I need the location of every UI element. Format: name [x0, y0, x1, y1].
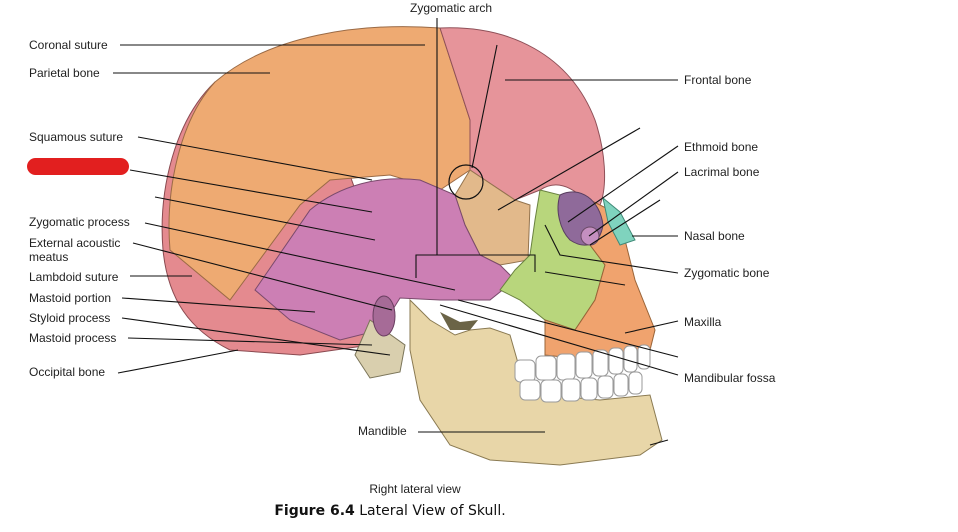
mandible-shape: [409, 298, 663, 466]
figure-number: Figure 6.4: [274, 503, 355, 519]
label-zygomatic-process: Zygomatic process: [29, 215, 130, 229]
frontal-bone-shape: [439, 27, 606, 206]
leader-lines: [113, 18, 679, 446]
figure-title: Lateral View of Skull.: [359, 503, 506, 519]
zygomatic-arch-highlight: [448, 164, 484, 200]
label-external-acoustic-meatus: External acoustic meatus: [29, 236, 121, 264]
view-caption: Right lateral view: [369, 482, 461, 496]
label-coronal-suture: Coronal suture: [29, 38, 108, 52]
label-occipital-bone: Occipital bone: [29, 365, 106, 379]
label-frontal-bone: Frontal bone: [684, 73, 752, 87]
label-ethmoid-bone: Ethmoid bone: [684, 140, 759, 154]
label-mastoid-portion: Mastoid portion: [29, 291, 112, 305]
label-zygomatic-bone: Zygomatic bone: [684, 266, 770, 280]
label-zygomatic-arch: Zygomatic arch: [410, 1, 493, 15]
lacrimal-bone-shape: [580, 226, 600, 246]
label-lambdoid-suture: Lambdoid suture: [29, 270, 119, 284]
label-maxilla: Maxilla: [684, 315, 722, 329]
label-mastoid-process: Mastoid process: [29, 331, 117, 345]
mastoid-process-shape: [354, 319, 406, 379]
label-squamous-suture: Squamous suture: [29, 130, 124, 144]
label-mandible: Mandible: [358, 424, 407, 438]
figure-caption: Figure 6.4 Lateral View of Skull.: [0, 503, 780, 519]
label-nasal-bone: Nasal bone: [684, 229, 745, 243]
external-acoustic-meatus-shape: [372, 295, 396, 337]
label-mandibular-fossa: Mandibular fossa: [684, 371, 776, 385]
label-styloid-process: Styloid process: [29, 311, 111, 325]
redacted-label-marker: [27, 158, 129, 175]
mandibular-notch-shape: [440, 312, 478, 330]
nasal-bone-shape: [602, 196, 636, 246]
label-parietal-bone: Parietal bone: [29, 66, 100, 80]
label-lacrimal-bone: Lacrimal bone: [684, 165, 760, 179]
teeth-group: [514, 344, 651, 403]
